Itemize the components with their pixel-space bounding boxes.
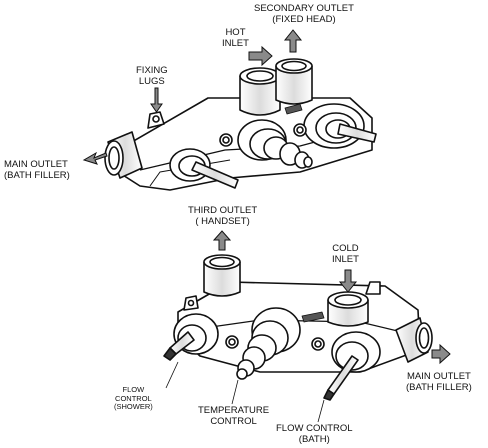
hot-inlet-arrow xyxy=(248,45,273,67)
hot-inlet-riser xyxy=(239,75,281,116)
top-right-spindle xyxy=(337,123,377,143)
bottom-main-outlet-arrow xyxy=(431,343,451,365)
secondary-outlet-riser xyxy=(275,65,313,105)
top-arrows xyxy=(82,29,303,165)
secondary-outlet-label: SECONDARY OUTLET (FIXED HEAD) xyxy=(254,3,354,25)
temperature-control-label: TEMPERATURE CONTROL xyxy=(198,405,270,427)
third-outlet-arrow xyxy=(212,230,232,251)
top-left-spindle xyxy=(191,161,239,189)
flow-control-bath-label: FLOW CONTROL (BATH) xyxy=(276,423,353,445)
fixing-lug-arrow xyxy=(150,87,163,113)
flow-control-shower-label: FLOW CONTROL (SHOWER) xyxy=(114,385,153,411)
top-main-outlet-arrow xyxy=(82,151,108,165)
bottom-arrows xyxy=(212,230,451,365)
third-outlet-label: THIRD OUTLET ( HANDSET) xyxy=(188,205,258,227)
hot-inlet-label: HOT INLET xyxy=(222,27,249,49)
bottom-valve xyxy=(163,254,433,401)
third-outlet-riser xyxy=(203,261,241,297)
secondary-outlet-arrow xyxy=(283,29,303,53)
bottom-main-outlet-label: MAIN OUTLET (BATH FILLER) xyxy=(406,371,472,393)
cold-inlet-label: COLD INLET xyxy=(332,243,359,265)
top-main-outlet-label: MAIN OUTLET (BATH FILLER) xyxy=(4,159,70,181)
leader-lines xyxy=(165,361,325,423)
fixing-lugs-label: FIXING LUGS xyxy=(136,65,168,87)
cold-inlet-arrow xyxy=(338,269,358,293)
top-valve xyxy=(104,58,377,191)
